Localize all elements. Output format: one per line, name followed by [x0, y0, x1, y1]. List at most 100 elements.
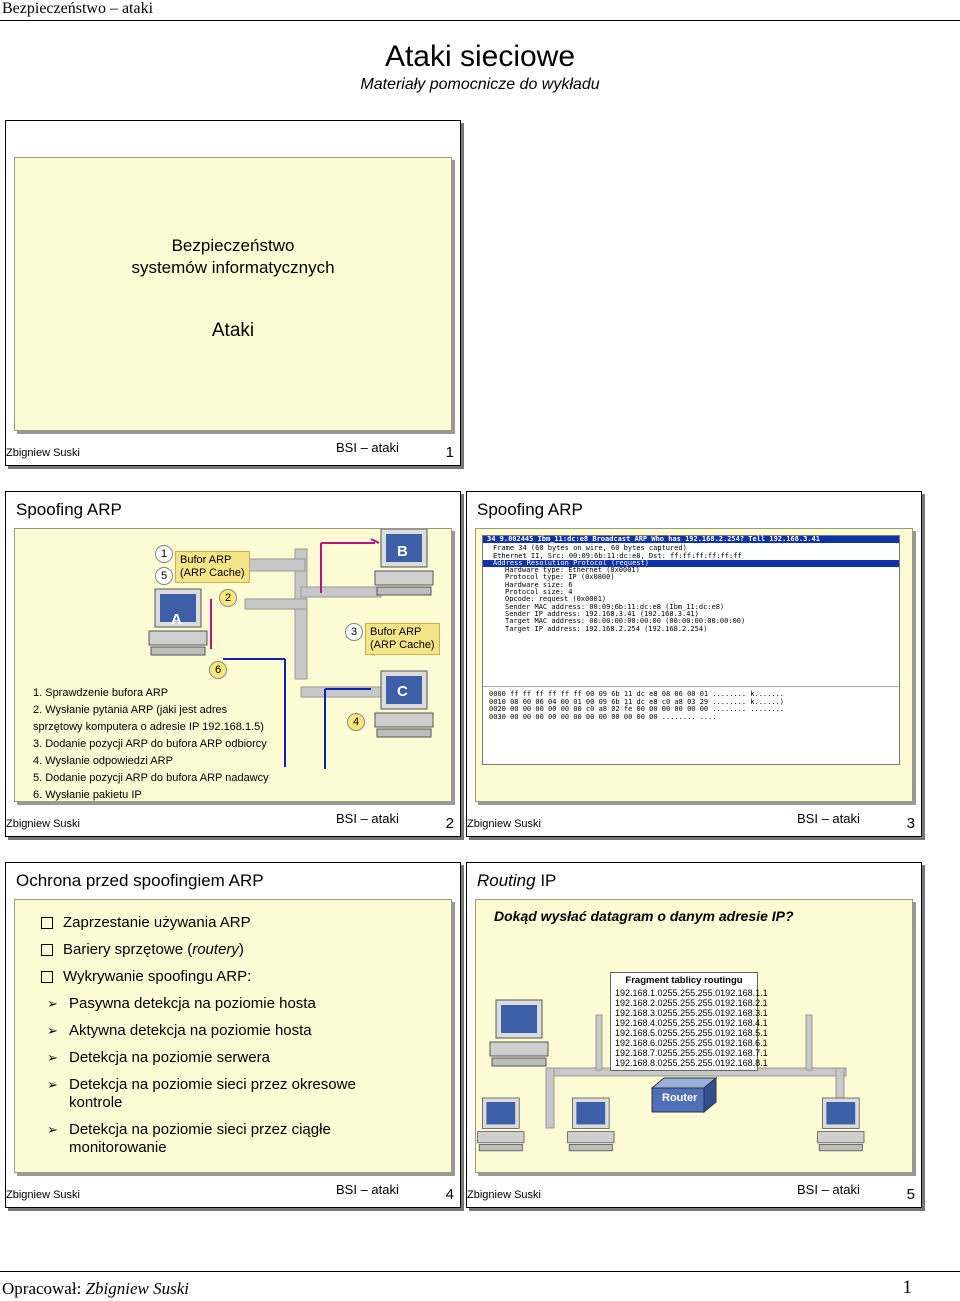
- tree-line: Sender IP address: 192.168.3.41 (192.168…: [505, 609, 699, 618]
- step-3-marker: 3: [345, 623, 363, 641]
- slide-footer-label: BSI – ataki: [336, 1182, 399, 1197]
- list-item: Wykrywanie spoofingu ARP:: [41, 968, 391, 986]
- slide-footer-author: Zbigniew Suski: [467, 818, 541, 830]
- document-title: Ataki sieciowe: [384, 40, 576, 73]
- cell-mask: 255.255.255.0: [662, 998, 721, 1008]
- computer-icon: [567, 1097, 615, 1152]
- cell-gateway: 192.168.3.1: [720, 1008, 768, 1018]
- computer-icon: [477, 1097, 525, 1152]
- slide-1-content: Bezpieczeństwo systemów informatycznych …: [14, 157, 452, 431]
- arp-cache-a: Bufor ARP (ARP Cache): [175, 551, 250, 583]
- cache-label-line-1: Bufor ARP: [180, 554, 232, 566]
- arp-step: 2. Wysłanie pytania ARP (jaki jest adres: [33, 704, 228, 716]
- cache-label-line-2: (ARP Cache): [180, 567, 245, 579]
- slide-number: 5: [906, 1186, 915, 1203]
- arp-step: 4. Wysłanie odpowiedzi ARP: [33, 755, 173, 767]
- step-2-marker: 2: [219, 589, 237, 607]
- slide-4-content: Zaprzestanie używania ARP Bariery sprzęt…: [14, 899, 452, 1173]
- router-icon: [650, 1076, 718, 1114]
- header-rule: [0, 20, 960, 21]
- list-subitem: ➢Detekcja na poziomie sieci przez ciągłe…: [19, 1121, 349, 1157]
- slide-footer-label: BSI – ataki: [336, 440, 399, 455]
- footer-rule: [0, 1271, 960, 1272]
- computer-icon: [817, 1097, 865, 1152]
- item-text: Wykrywanie spoofingu ARP:: [63, 968, 252, 985]
- tree-line: Ethernet II, Src: 00:09:6b:11:dc:e8, Dst…: [493, 551, 742, 560]
- cell-gateway: 192.168.2.1: [720, 998, 768, 1008]
- cell-gateway: 192.168.6.1: [720, 1038, 768, 1048]
- tree-line: Opcode: request (0x0001): [505, 595, 607, 604]
- hex-dump: 0000 ff ff ff ff ff ff 00 09 6b 11 dc e8…: [483, 686, 899, 721]
- computer-c-icon: [374, 670, 434, 738]
- cell-mask: 255.255.255.0: [662, 1038, 721, 1048]
- capture-tree: Frame 34 (60 bytes on wire, 60 bytes cap…: [483, 544, 899, 633]
- slide-5: Routing IP Dokąd wysłać datagram o danym…: [466, 862, 922, 1208]
- computer-icon: [489, 999, 549, 1067]
- item-text: Zaprzestanie używania ARP: [63, 914, 251, 931]
- arp-diagram: [148, 529, 434, 769]
- tree-line: Target IP address: 192.168.2.254 (192.16…: [505, 624, 708, 633]
- cell-network: 192.168.5.0: [615, 1028, 663, 1038]
- slide-1-line-3: Ataki: [211, 320, 255, 341]
- slide-2-content: A B C Bufor ARP (ARP Cache) Bufor ARP (A…: [14, 528, 452, 802]
- cell-mask: 255.255.255.0: [662, 1028, 721, 1038]
- arrow-bullet-icon: ➢: [47, 1023, 58, 1038]
- bullet-square-icon: [41, 917, 53, 929]
- capture-header: 34 9.002445 Ibm_11:dc:e8 Broadcast ARP W…: [483, 535, 899, 544]
- item-text-end: ): [238, 941, 244, 958]
- step-4-marker: 4: [347, 713, 365, 731]
- arp-steps-list: 1. Sprawdzenie bufora ARP 2. Wysłanie py…: [33, 685, 269, 804]
- cell-network: 192.168.7.0: [615, 1048, 663, 1058]
- slide-number: 2: [445, 815, 454, 832]
- slide-2: Spoofing ARP A B C Bufor ARP (ARP Cache): [5, 491, 461, 837]
- host-a-label: A: [171, 611, 182, 628]
- arp-step: 1. Sprawdzenie bufora ARP: [33, 687, 169, 699]
- bullet-square-icon: [41, 971, 53, 983]
- slide-3-title: Spoofing ARP: [477, 500, 583, 519]
- tree-line: Protocol size: 4: [505, 588, 573, 597]
- slide-1-line-1: Bezpieczeństwo: [171, 236, 295, 255]
- arrow-bullet-icon: ➢: [47, 1077, 58, 1092]
- title-emphasis: Routing: [477, 871, 536, 890]
- item-text-emphasis: routery: [192, 941, 239, 958]
- routing-table-title: Fragment tablicy routingu: [625, 975, 743, 986]
- slide-3: Spoofing ARP 34 9.002445 Ibm_11:dc:e8 Br…: [466, 491, 922, 837]
- item-text: Detekcja na poziomie sieci przez okresow…: [69, 1076, 356, 1111]
- slide-1-line-2: systemów informatycznych: [131, 258, 335, 277]
- arp-cache-b: Bufor ARP (ARP Cache): [365, 623, 440, 655]
- arp-step: 5. Dodanie pozycji ARP do bufora ARP nad…: [33, 772, 269, 784]
- step-5-marker: 5: [155, 567, 173, 585]
- protection-list: Zaprzestanie używania ARP Bariery sprzęt…: [41, 914, 391, 1166]
- slide-2-title: Spoofing ARP: [16, 500, 122, 519]
- cell-mask: 255.255.255.0: [662, 1018, 721, 1028]
- slide-1: Bezpieczeństwo systemów informatycznych …: [5, 120, 461, 466]
- cell-network: 192.168.2.0: [615, 998, 663, 1008]
- cell-network: 192.168.3.0: [615, 1008, 663, 1018]
- list-subitem: ➢Aktywna detekcja na poziomie hosta: [19, 1022, 369, 1040]
- item-text: Bariery sprzętowe (: [63, 941, 193, 958]
- slide-5-content: Dokąd wysłać datagram o danym adresie IP…: [475, 899, 913, 1173]
- router-label: Router: [662, 1092, 698, 1104]
- slide-4: Ochrona przed spoofingiem ARP Zaprzestan…: [5, 862, 461, 1208]
- item-text: Detekcja na poziomie sieci przez ciągłe …: [69, 1121, 331, 1156]
- slide-number: 3: [906, 815, 915, 832]
- slide-footer-author: Zbigniew Suski: [467, 1189, 541, 1201]
- slide-5-title: Routing IP: [477, 871, 556, 891]
- tree-line: Frame 34 (60 bytes on wire, 60 bytes cap…: [493, 544, 687, 553]
- host-b-label: B: [397, 543, 408, 560]
- bullet-square-icon: [41, 944, 53, 956]
- arp-step: 6. Wysłanie pakietu IP: [33, 789, 142, 801]
- list-item: Bariery sprzętowe (routery): [41, 941, 391, 959]
- cell-network: 192.168.1.0: [615, 988, 663, 998]
- cell-gateway: 192.168.4.1: [720, 1018, 768, 1028]
- computer-b-icon: [374, 529, 434, 596]
- cell-gateway: 192.168.8.1: [720, 1058, 768, 1068]
- hex-line: 0030 00 00 00 00 00 00 00 00 00 00 00 00…: [489, 712, 717, 721]
- hex-line: 0010 08 00 06 04 00 01 00 09 6b 11 dc e8…: [489, 697, 785, 706]
- cell-gateway: 192.168.1.1: [720, 988, 768, 998]
